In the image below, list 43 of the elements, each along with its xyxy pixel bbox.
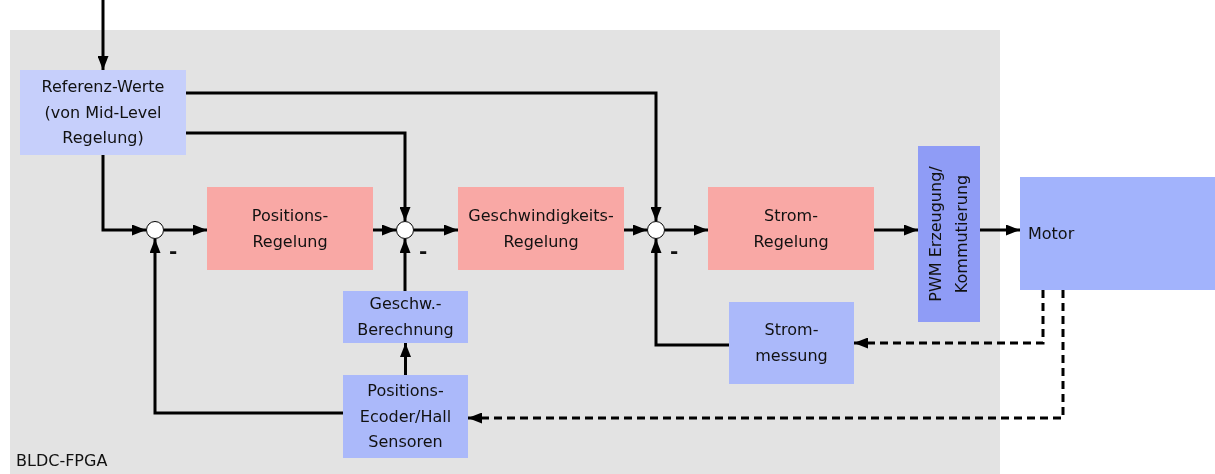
summing-junction <box>647 221 665 239</box>
arrow <box>186 91 662 221</box>
arrow <box>980 224 1020 236</box>
dashed-arrow <box>468 290 1065 424</box>
process-box <box>708 187 874 270</box>
minus-sign: - <box>670 241 679 261</box>
summing-junction <box>146 221 164 239</box>
minus-sign: - <box>419 241 428 261</box>
node-label: PWM Erzeugung/ Kommutierung <box>925 165 972 304</box>
node-label: Geschwindigkeits- Regelung <box>467 204 615 253</box>
arrow <box>665 224 708 236</box>
process-box <box>20 70 186 155</box>
arrow <box>624 224 647 236</box>
node-label: Geschw.- Berechnung <box>356 293 455 341</box>
process-box <box>207 187 373 270</box>
dashed-arrow <box>854 290 1045 349</box>
arrow <box>650 239 729 347</box>
summing-junction <box>396 221 414 239</box>
arrow <box>97 0 109 70</box>
node-label: Positions- Ecoder/Hall Sensoren <box>358 380 453 454</box>
node-label: Referenz-Werte (von Mid-Level Regelung) <box>40 76 166 150</box>
process-box <box>458 187 624 270</box>
process-box <box>729 302 854 384</box>
group-label: BLDC-FPGA <box>16 450 108 470</box>
arrow <box>400 343 411 375</box>
node-label: Motor <box>1028 222 1075 245</box>
arrow <box>101 155 146 236</box>
node-label: Strom- messung <box>754 319 829 367</box>
arrow <box>874 224 918 236</box>
minus-sign: - <box>169 241 178 261</box>
arrow <box>373 224 396 236</box>
group-region <box>10 30 1000 474</box>
motor-box <box>1020 177 1215 290</box>
arrow <box>399 239 411 291</box>
node-label: Strom- Regelung <box>752 204 830 253</box>
node-label: Positions- Regelung <box>250 204 330 253</box>
process-box <box>343 375 468 458</box>
arrow <box>164 224 207 236</box>
arrow <box>149 239 343 415</box>
process-box <box>918 146 980 322</box>
process-box <box>343 291 468 343</box>
arrow <box>186 131 411 221</box>
arrow <box>414 224 458 236</box>
